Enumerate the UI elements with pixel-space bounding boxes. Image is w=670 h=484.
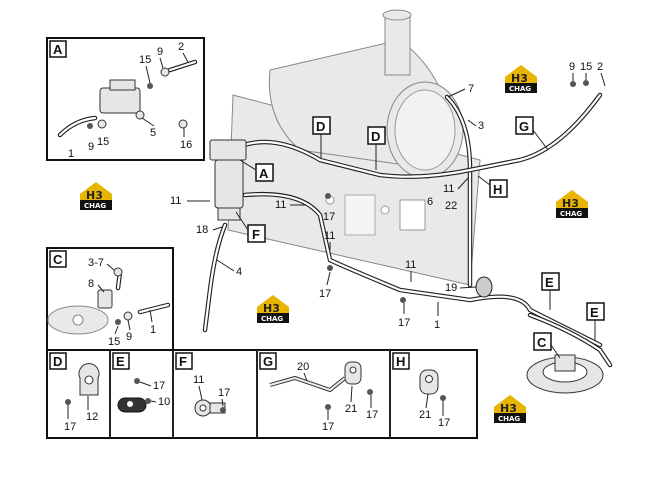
- part-9-top: 9: [569, 61, 575, 73]
- h3-chag-logo-1: H3 CHAG: [505, 65, 537, 93]
- svg-text:H3: H3: [86, 189, 103, 202]
- svg-text:CHAG: CHAG: [498, 415, 520, 423]
- h3-chag-logo-5: H3 CHAG: [494, 395, 526, 423]
- svg-text:H3: H3: [263, 302, 280, 315]
- part-21-g: 21: [345, 403, 357, 415]
- part-8-c: 8: [88, 278, 94, 290]
- main-view-callouts: D D A F G H E E C: [235, 116, 605, 359]
- svg-text:H3: H3: [511, 72, 528, 85]
- detail-views-row: D 17 12 E 17 10 F 11 17 G: [46, 349, 478, 439]
- part-18: 18: [196, 224, 208, 236]
- h3-chag-logo-3: H3 CHAG: [556, 190, 588, 218]
- part-17-mid: 17: [323, 211, 335, 223]
- part-17-g-left: 17: [322, 421, 334, 433]
- part-11-right: 11: [443, 183, 454, 195]
- view-a-title: A: [53, 42, 63, 57]
- part-15-c: 15: [108, 336, 120, 348]
- part-7: 7: [468, 83, 474, 95]
- part-9-c: 9: [126, 331, 132, 343]
- h3-chag-logo-4: H3 CHAG: [257, 295, 289, 323]
- part-11-bottom: 11: [405, 259, 416, 271]
- part-9-a: 9: [157, 46, 163, 58]
- view-c-title: C: [53, 252, 63, 267]
- part-1-a: 1: [68, 148, 74, 160]
- view-h-title: H: [396, 354, 405, 369]
- part-15-a: 15: [139, 54, 151, 66]
- svg-text:CHAG: CHAG: [509, 85, 531, 93]
- part-17-f: 17: [218, 387, 230, 399]
- part-3: 3: [478, 120, 484, 132]
- svg-text:H3: H3: [562, 197, 579, 210]
- part-4: 4: [236, 266, 242, 278]
- part-15-a-low: 15: [97, 136, 109, 148]
- view-g-title: G: [263, 354, 273, 369]
- grommet-19: [475, 276, 493, 298]
- part-17-e: 17: [153, 380, 165, 392]
- part-6: 6: [427, 196, 433, 208]
- part-20-g: 20: [297, 361, 309, 373]
- part-19: 19: [445, 282, 457, 294]
- svg-text:CHAG: CHAG: [261, 315, 283, 323]
- part-11-f: 11: [193, 374, 204, 386]
- part-11-lower: 11: [324, 230, 335, 242]
- part-17-lower: 17: [319, 288, 331, 300]
- part-10-e: 10: [158, 396, 170, 408]
- detail-view-c: C 3-7 8 15 9 1: [46, 247, 174, 351]
- callout-c: C: [537, 335, 547, 350]
- callout-h: H: [493, 182, 502, 197]
- callout-g: G: [519, 119, 529, 134]
- part-9-a-low: 9: [88, 141, 94, 153]
- part-1-c: 1: [150, 324, 156, 336]
- fuel-tank-sender: [526, 354, 604, 394]
- view-e-title: E: [116, 354, 125, 369]
- part-16-a: 16: [180, 139, 192, 151]
- fuel-filter-assembly: [209, 139, 247, 221]
- part-22: 22: [445, 200, 457, 212]
- detail-view-a: A 9 2 15 5 1 9 15 16: [46, 37, 205, 161]
- part-17-h: 17: [438, 417, 450, 429]
- part-15-top: 15: [580, 61, 592, 73]
- callout-e-2: E: [590, 305, 599, 320]
- part-5-a: 5: [150, 127, 156, 139]
- part-17-bottom: 17: [398, 317, 410, 329]
- callout-d-2: D: [371, 129, 380, 144]
- part-2-top: 2: [597, 61, 603, 73]
- part-3-7-c: 3-7: [88, 257, 104, 269]
- svg-text:CHAG: CHAG: [560, 210, 582, 218]
- part-2-a: 2: [178, 41, 184, 53]
- view-d-title: D: [53, 354, 62, 369]
- h3-chag-logo-2: H3 CHAG: [80, 182, 112, 210]
- part-17-g-right: 17: [366, 409, 378, 421]
- callout-d-1: D: [316, 119, 325, 134]
- engine-block-ghost: [227, 9, 481, 286]
- fuel-hoses: [202, 92, 613, 368]
- callout-e-1: E: [545, 275, 554, 290]
- part-1: 1: [434, 319, 440, 331]
- callout-a: A: [259, 166, 269, 181]
- svg-text:H3: H3: [500, 402, 517, 415]
- main-part-numbers: 7 3 9 15 2 6 11 22 11 11 17 18 4 11 17 1…: [170, 61, 606, 331]
- part-11-left: 11: [170, 195, 181, 207]
- part-12-d: 12: [86, 411, 98, 423]
- svg-text:CHAG: CHAG: [84, 202, 106, 210]
- part-21-h: 21: [419, 409, 431, 421]
- part-17-d: 17: [64, 421, 76, 433]
- part-11-mid: 11: [275, 199, 286, 211]
- callout-f: F: [252, 227, 260, 242]
- view-f-title: F: [179, 354, 187, 369]
